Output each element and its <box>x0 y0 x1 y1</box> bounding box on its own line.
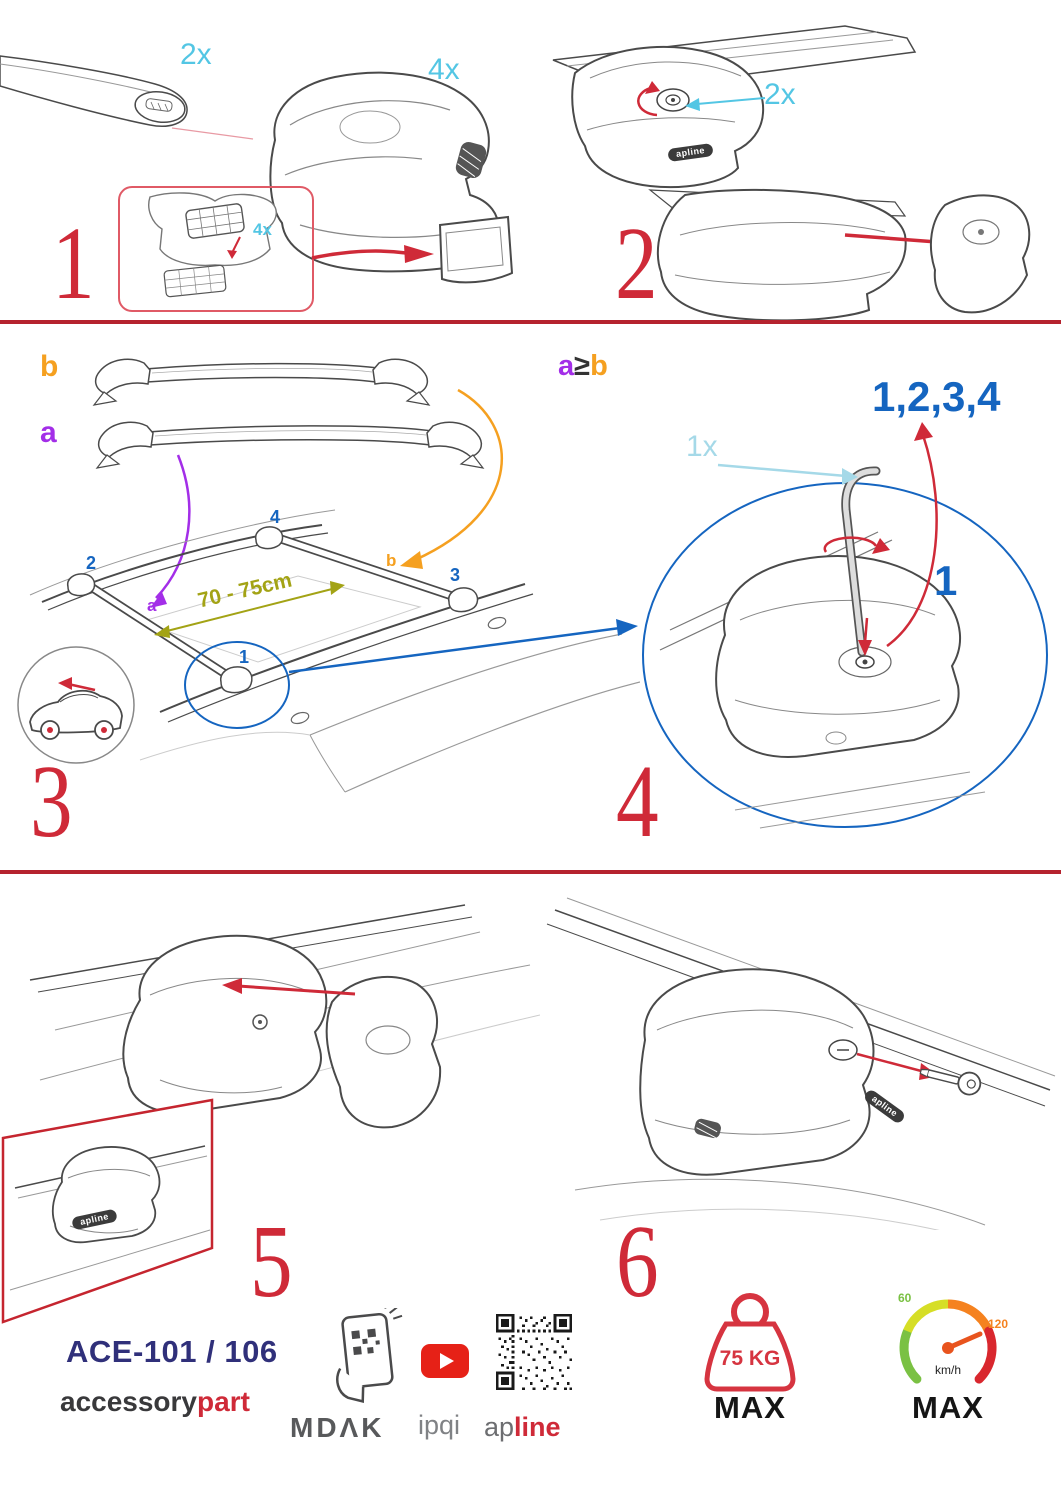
youtube-icon <box>421 1344 469 1378</box>
product-code: ACE-101 / 106 <box>66 1334 278 1369</box>
apline-suffix: line <box>514 1412 561 1442</box>
rule-b: b <box>590 350 608 382</box>
section-divider <box>0 320 1061 324</box>
keyhole <box>656 88 690 112</box>
turn-key-arrow <box>637 86 658 117</box>
roof-position-1-label: 1 <box>239 647 250 667</box>
rule-a: a <box>558 350 575 382</box>
rubber-pad-illustration <box>148 192 277 298</box>
grip-pad <box>694 1118 721 1139</box>
step-2-number: 2 <box>615 206 658 321</box>
max-load-weight-icon <box>704 1293 796 1392</box>
bar-b-position-arrow <box>414 388 503 562</box>
max-load-label: MAX <box>714 1390 786 1425</box>
sequence-arrow <box>886 434 938 648</box>
lock-cylinder <box>828 1039 858 1061</box>
bar-quantity-label: 2x <box>180 38 212 71</box>
rotate-arrow <box>823 536 878 553</box>
foot-position-1 <box>220 666 253 694</box>
bar-b-label: b <box>40 350 59 383</box>
lock-key-illustration <box>546 897 1056 1230</box>
roof-bar-a-label: a <box>147 596 157 615</box>
direction-arrow <box>67 682 96 692</box>
rule-operator: ≥ <box>574 350 591 382</box>
foot-position-4 <box>254 526 284 550</box>
app-logo-text: MDΛK <box>290 1412 385 1443</box>
speed-unit-label: km/h <box>934 1363 961 1377</box>
qr-code-icon <box>496 1314 572 1390</box>
apline-prefix: ap <box>484 1412 515 1442</box>
brand-accessory: accessory <box>60 1386 198 1417</box>
bar-a-label: a <box>40 416 57 449</box>
pad-detail-inset <box>118 186 314 312</box>
phone-scan-icon <box>336 1308 403 1403</box>
allen-key-illustration <box>841 466 881 657</box>
detail-circle <box>184 641 290 729</box>
speed-low-label: 60 <box>898 1291 912 1305</box>
max-speed-label: MAX <box>912 1390 984 1425</box>
step-5-number: 5 <box>250 1204 293 1319</box>
insert-pad-arrow <box>311 245 434 263</box>
foot-position-3 <box>447 587 479 613</box>
step-1-number: 1 <box>52 206 95 321</box>
cert-logo-text: ipqi <box>418 1410 461 1440</box>
crossbar-b-illustration <box>92 358 431 406</box>
tighten-detail-illustration <box>642 422 1048 829</box>
section-divider <box>0 870 1061 874</box>
step-6-number: 6 <box>616 1204 659 1319</box>
insert-key-arrow <box>856 1052 926 1074</box>
speed-high-label: 120 <box>988 1317 1009 1331</box>
tool-leader-line <box>717 463 847 478</box>
apline-wordmark: apline <box>484 1414 561 1441</box>
max-load-value: 75 KG <box>719 1347 781 1370</box>
grip-pad <box>455 142 487 178</box>
crossbar-a-illustration <box>95 421 485 469</box>
span-measure-arrow <box>162 587 337 633</box>
step-3-number: 3 <box>30 744 73 859</box>
qty-leader-line <box>696 97 766 105</box>
position-1-label: 1 <box>934 557 958 604</box>
roof-position-2-label: 2 <box>86 553 97 573</box>
roof-bar-illustration <box>0 55 254 140</box>
press-down-arrow <box>863 617 869 644</box>
roof-mounting-illustration <box>17 358 640 793</box>
attach-cap-arrow <box>844 233 938 244</box>
slide-cover-arrow <box>237 984 356 996</box>
max-speed-gauge-icon <box>899 1299 997 1384</box>
brand-wordmark: accessorypart <box>60 1388 250 1416</box>
length-rule-label: a≥b <box>558 352 608 381</box>
tighten-sequence-label: 1,2,3,4 <box>872 373 1001 420</box>
tool-quantity-label: 1x <box>686 430 718 463</box>
roof-bar-b-label: b <box>386 551 397 570</box>
car-side-view-inset <box>17 646 135 764</box>
small-arrow <box>231 236 241 254</box>
roof-position-4-label: 4 <box>270 507 281 527</box>
foot-quantity-label: 4x <box>428 53 460 86</box>
step-4-number: 4 <box>616 744 659 859</box>
bar-a-position-arrow <box>155 454 191 599</box>
lock-cover-illustration <box>552 25 1031 322</box>
foot-clamp-illustration <box>269 71 514 284</box>
brand-part: part <box>197 1386 250 1417</box>
cover-slide-illustration <box>29 904 540 1141</box>
car-roof-illustration <box>29 509 640 793</box>
lock-quantity-label: 2x <box>764 78 796 111</box>
key-illustration <box>919 1068 982 1096</box>
foot-position-2 <box>66 573 96 597</box>
leader-line <box>171 127 254 140</box>
roof-position-3-label: 3 <box>450 565 461 585</box>
detail-leader-arrow <box>288 626 621 674</box>
pad-quantity-label: 4x <box>253 220 272 239</box>
